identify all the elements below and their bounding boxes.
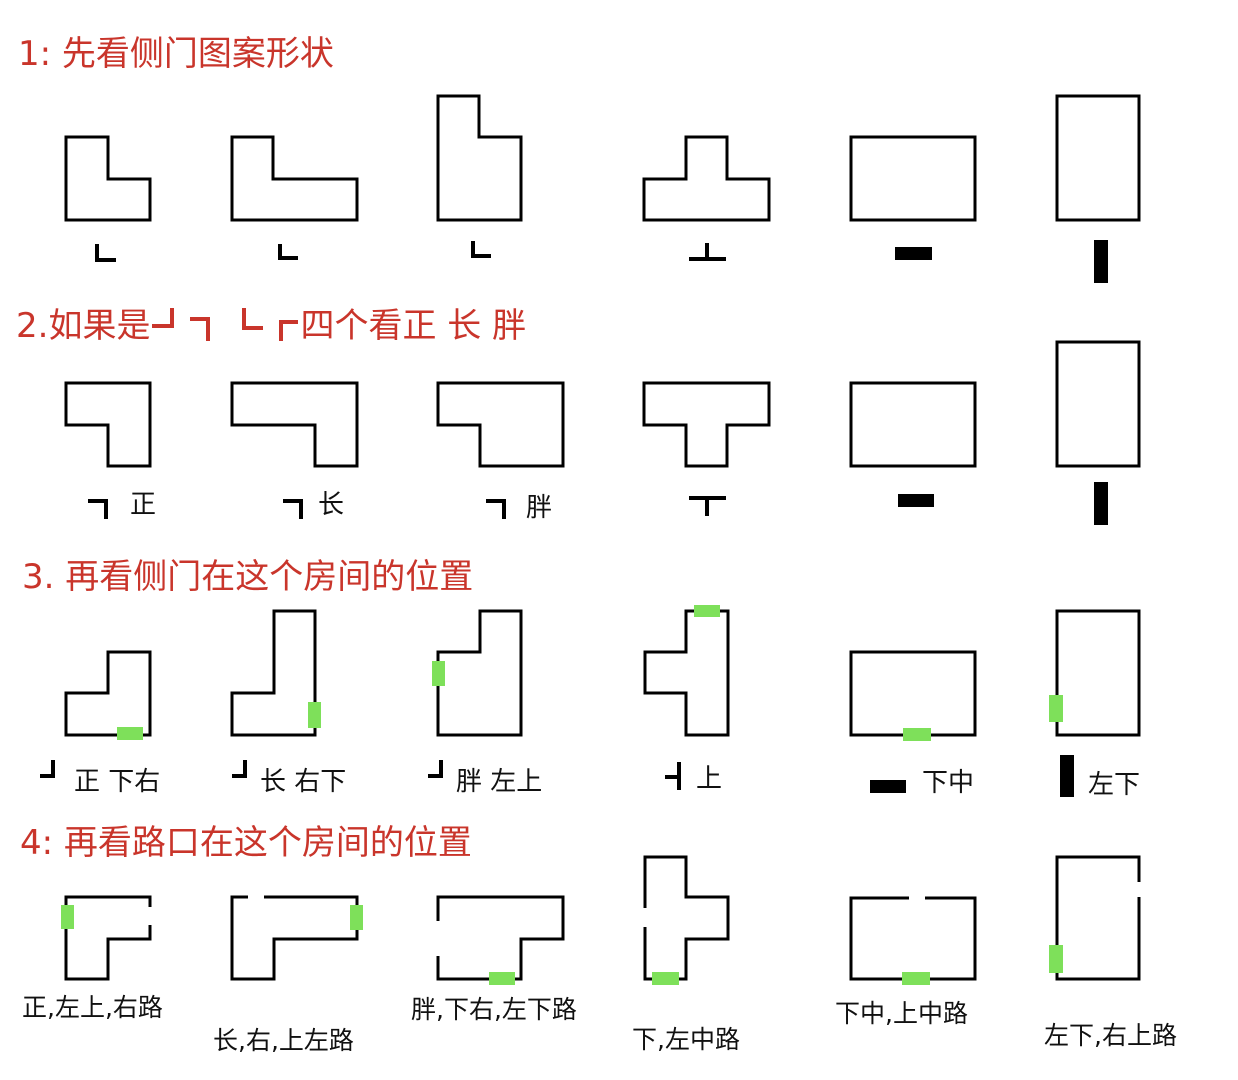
row4-door-marker-4 [652, 972, 679, 985]
row4-door-marker-1 [61, 905, 74, 929]
row3-label-5: 下中 [922, 768, 975, 798]
heading2-symbol-2 [190, 317, 210, 341]
row2-room-pang [436, 381, 565, 468]
row3-symbol-1 [40, 760, 55, 778]
row1-room-tall [1055, 94, 1141, 222]
row2-symbol-tee [689, 496, 726, 516]
row3-door-marker-4 [694, 605, 720, 617]
row3-label-1: 正 下右 [74, 767, 161, 797]
row3-room-chang [230, 609, 317, 737]
row3-room-pang [436, 609, 523, 737]
row4-room-tall [1055, 855, 1141, 981]
row1-room-zheng [64, 135, 152, 222]
row3-room-wide [849, 650, 977, 737]
row3-symbol-bar-h [870, 780, 906, 793]
row2-room-t-shape [642, 381, 771, 468]
row2-room-wide [849, 381, 977, 468]
row2-label-zheng: 正 [130, 490, 157, 520]
heading2-symbol-3 [242, 308, 263, 330]
row3-room-tall [1055, 609, 1141, 737]
row1-symbol-corner-1 [95, 244, 116, 262]
row1-room-pang [436, 94, 523, 222]
row3-label-6: 左下 [1088, 770, 1141, 800]
row4-room-t-shape [643, 855, 730, 981]
heading-step-2-suffix: 四个看正 长 胖 [300, 306, 527, 346]
row4-door-marker-6 [1049, 945, 1063, 973]
row4-room-zheng [64, 895, 152, 981]
row2-room-tall [1055, 340, 1141, 468]
row2-symbol-1 [88, 499, 108, 519]
row2-symbol-2 [283, 499, 303, 519]
row1-symbol-bar-v [1094, 240, 1108, 283]
row3-door-marker-6 [1049, 695, 1063, 722]
row4-caption-6: 左下,右上路 [1044, 1021, 1177, 1050]
row4-door-marker-3 [489, 972, 515, 985]
row3-room-zheng [64, 650, 152, 737]
row3-label-3: 胖 左上 [456, 767, 543, 797]
row4-room-chang [230, 895, 359, 981]
row4-door-marker-5 [902, 972, 930, 985]
row1-symbol-corner-2 [278, 244, 298, 260]
heading-step-3: 3. 再看侧门在这个房间的位置 [22, 557, 474, 597]
row4-caption-5: 下中,上中路 [835, 999, 968, 1028]
row1-symbol-bar-h [895, 247, 932, 260]
row3-label-4: 上 [696, 764, 723, 794]
row3-room-t-shape [643, 609, 730, 737]
row1-symbol-corner-3 [471, 241, 491, 258]
heading-step-4: 4: 再看路口在这个房间的位置 [20, 823, 472, 863]
row4-room-wide [849, 896, 977, 981]
row3-symbol-2 [232, 760, 247, 778]
row2-label-chang: 长 [318, 490, 345, 520]
row4-caption-1: 正,左上,右路 [22, 993, 163, 1022]
row4-room-pang [436, 895, 565, 981]
row1-room-t-shape [642, 135, 771, 222]
row2-label-pang: 胖 [526, 493, 553, 523]
row4-door-marker-2 [350, 905, 363, 930]
row3-label-2: 长 右下 [260, 767, 347, 797]
row3-door-marker-3 [432, 661, 445, 686]
heading-step-1: 1: 先看侧门图案形状 [18, 34, 334, 74]
row3-door-marker-1 [117, 727, 143, 740]
row3-symbol-3 [428, 760, 443, 778]
row2-room-chang [230, 381, 359, 468]
row4-caption-3: 胖,下右,左下路 [411, 995, 577, 1024]
row3-symbol-4 [665, 762, 681, 790]
row2-symbol-bar-h [898, 494, 934, 507]
row2-room-zheng [64, 381, 152, 468]
row1-symbol-tee [689, 243, 726, 261]
heading2-symbol-4 [279, 320, 298, 341]
row4-caption-4: 下,左中路 [632, 1025, 740, 1054]
heading2-symbol-1 [152, 308, 174, 328]
row3-symbol-bar-v [1060, 755, 1074, 797]
row2-symbol-3 [486, 499, 506, 519]
row1-room-chang [230, 135, 359, 222]
row4-caption-2: 长,右,上左路 [213, 1026, 354, 1055]
row2-symbol-bar-v [1094, 482, 1108, 525]
heading-step-2: 2.如果是 四个看正 长 胖 [16, 306, 526, 346]
row1-room-wide [849, 135, 977, 222]
heading-step-2-prefix: 2.如果是 [16, 306, 151, 346]
row3-door-marker-5 [903, 728, 931, 741]
row3-door-marker-2 [308, 702, 321, 728]
